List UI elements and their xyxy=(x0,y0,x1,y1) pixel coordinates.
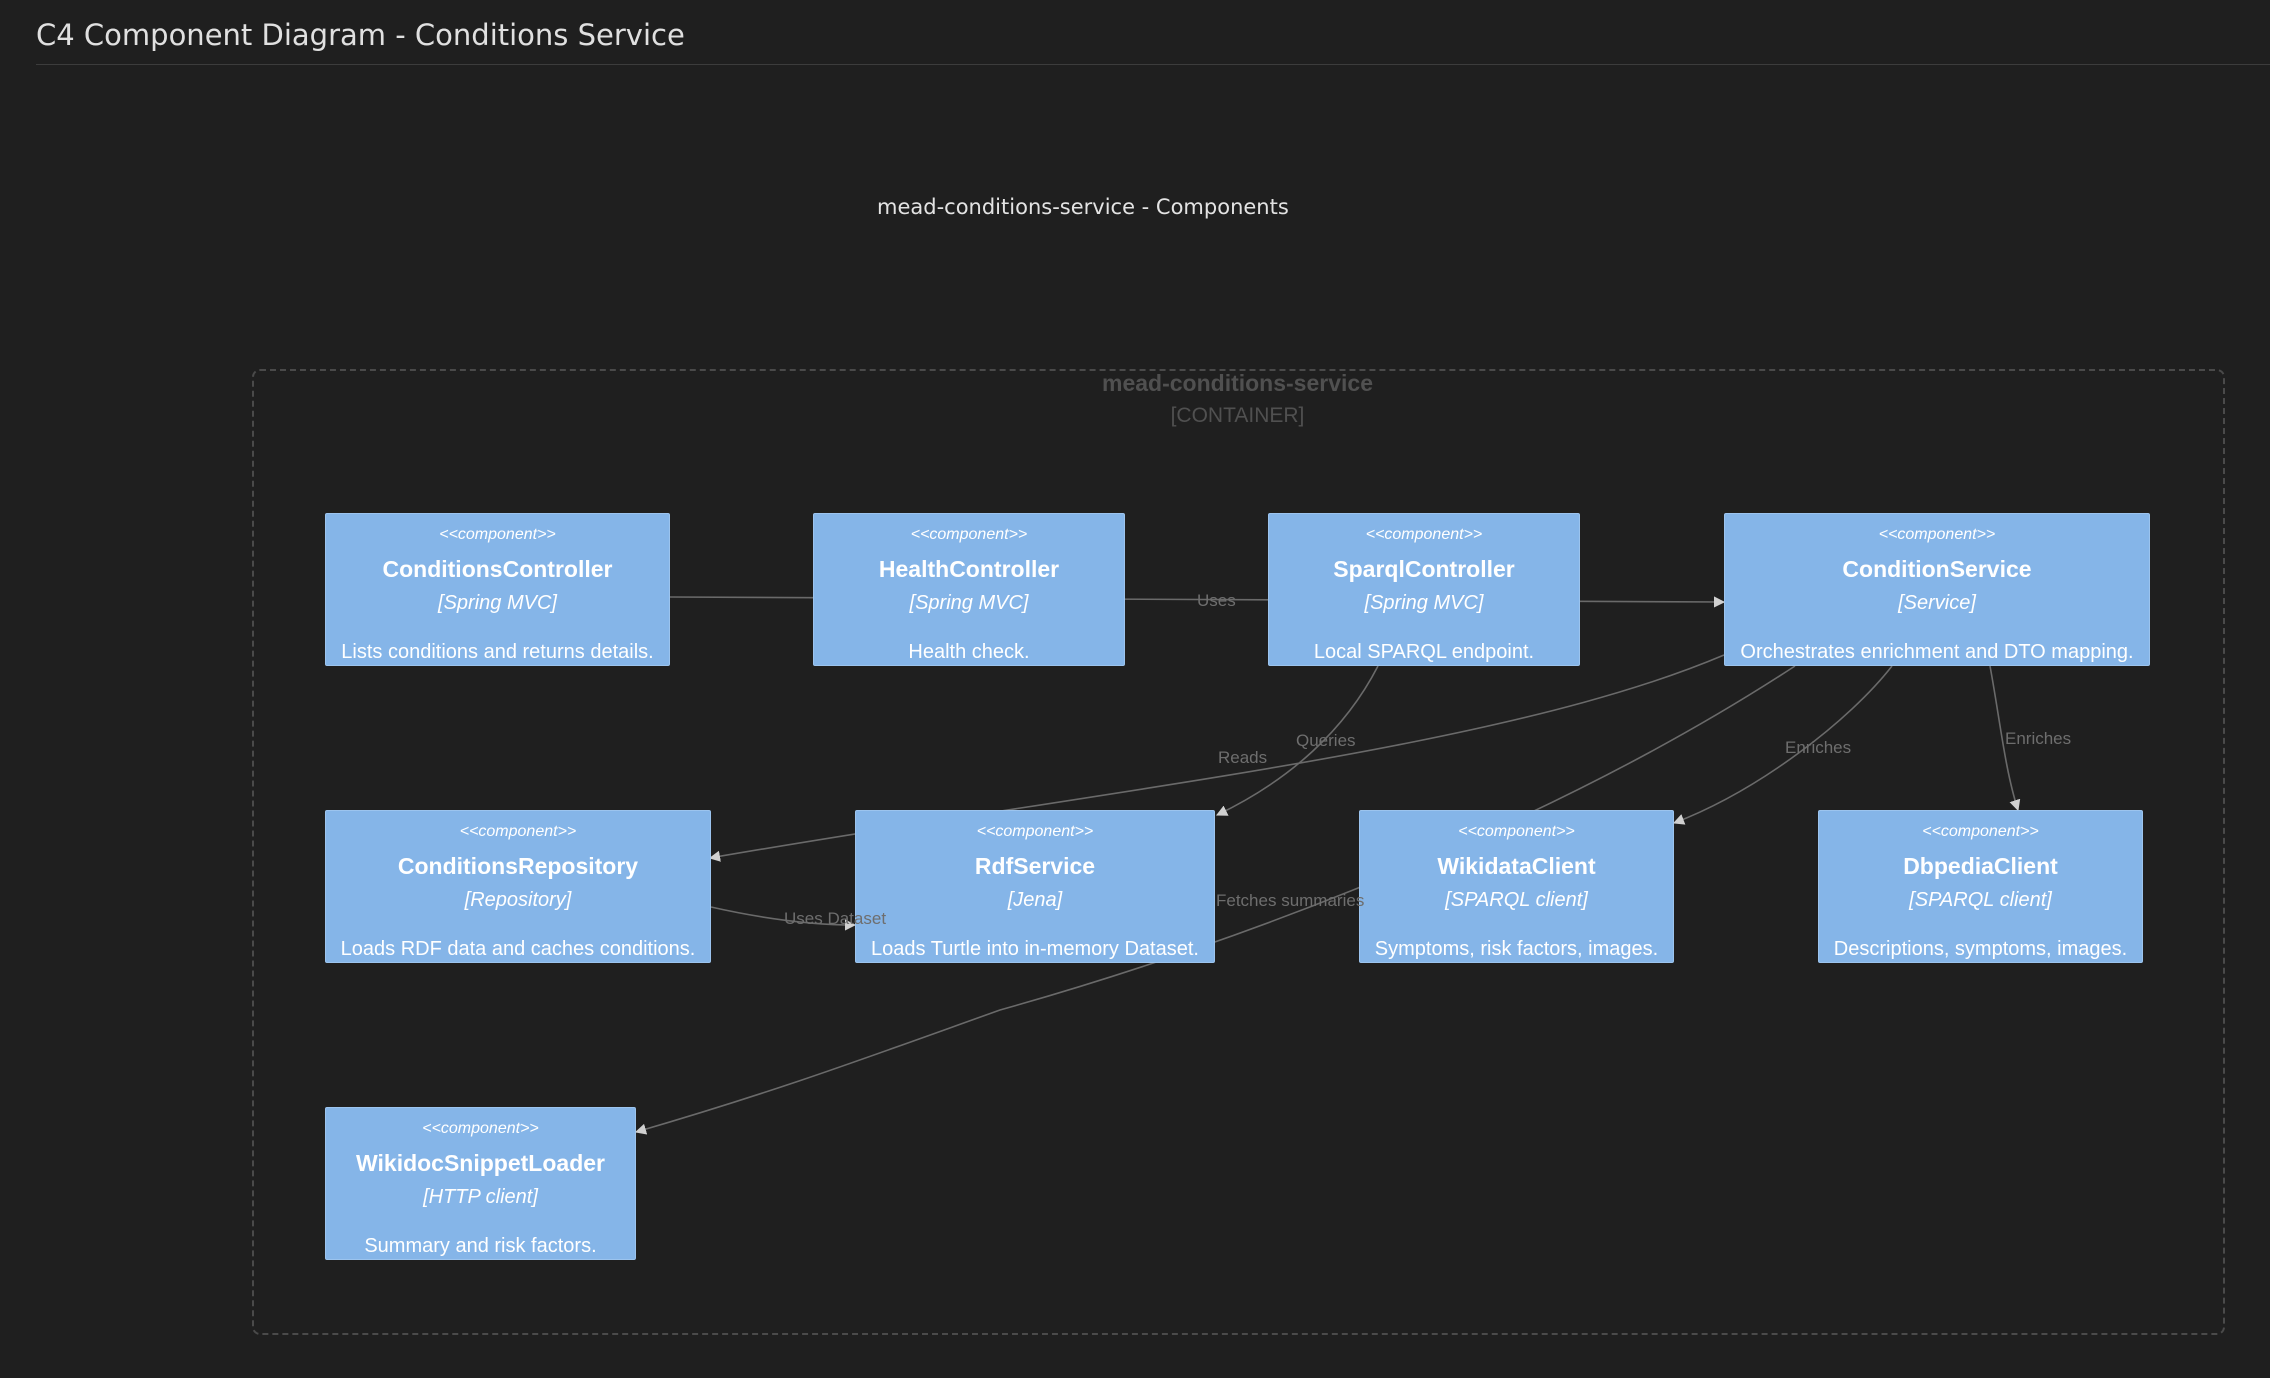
edge-label-fetches-summaries: Fetches summaries xyxy=(1216,891,1365,910)
component-description: Local SPARQL endpoint. xyxy=(1313,641,1535,663)
component-description: Loads Turtle into in-memory Dataset. xyxy=(871,938,1199,960)
component-description: Descriptions, symptoms, images. xyxy=(1833,938,2128,960)
component-name: WikidataClient xyxy=(1437,853,1596,879)
diagram-title: mead-conditions-service - Components xyxy=(877,195,1289,219)
component-description: Orchestrates enrichment and DTO mapping. xyxy=(1740,641,2134,663)
edge-label-enriches-dbpedia: Enriches xyxy=(2005,729,2072,748)
edge-label-uses-dataset: Uses Dataset xyxy=(784,909,887,928)
component-technology: [SPARQL client] xyxy=(1445,889,1588,911)
page-title: C4 Component Diagram - Conditions Servic… xyxy=(36,18,685,52)
component-description: Summary and risk factors. xyxy=(364,1235,597,1257)
component-condition-service[interactable]: <<component>> ConditionService [Service]… xyxy=(1724,513,2150,666)
component-name: DbpediaClient xyxy=(1903,853,2058,879)
component-name: ConditionsRepository xyxy=(397,853,639,879)
boundary-name: mead-conditions-service xyxy=(1102,370,1373,396)
component-stereotype: <<component>> xyxy=(459,823,577,840)
component-wikidata-client[interactable]: <<component>> WikidataClient [SPARQL cli… xyxy=(1359,810,1674,963)
component-stereotype: <<component>> xyxy=(910,526,1028,543)
component-description: Symptoms, risk factors, images. xyxy=(1374,938,1659,960)
component-conditions-controller[interactable]: <<component>> ConditionsController [Spri… xyxy=(325,513,670,666)
component-stereotype: <<component>> xyxy=(439,526,556,543)
component-name: ConditionsController xyxy=(382,556,613,582)
component-technology: [Spring MVC] xyxy=(438,592,557,614)
component-sparql-controller[interactable]: <<component>> SparqlController [Spring M… xyxy=(1268,513,1580,666)
component-stereotype: <<component>> xyxy=(1878,526,1996,543)
component-dbpedia-client[interactable]: <<component>> DbpediaClient [SPARQL clie… xyxy=(1818,810,2143,963)
boundary-type: [CONTAINER] xyxy=(1170,404,1305,427)
component-conditions-repository[interactable]: <<component>> ConditionsRepository [Repo… xyxy=(325,810,711,963)
component-name: ConditionService xyxy=(1842,556,2032,582)
component-technology: [SPARQL client] xyxy=(1909,889,2052,911)
component-stereotype: <<component>> xyxy=(1365,526,1483,543)
component-stereotype: <<component>> xyxy=(1922,823,2039,840)
component-rdf-service[interactable]: <<component>> RdfService [Jena] Loads Tu… xyxy=(855,810,1215,963)
component-name: WikidocSnippetLoader xyxy=(356,1150,605,1176)
edge-label-queries: Queries xyxy=(1296,731,1356,750)
component-name: HealthController xyxy=(878,556,1060,582)
component-technology: [Spring MVC] xyxy=(909,592,1029,614)
component-name: RdfService xyxy=(974,853,1096,879)
component-health-controller[interactable]: <<component>> HealthController [Spring M… xyxy=(813,513,1125,666)
component-name: SparqlController xyxy=(1333,556,1515,582)
component-stereotype: <<component>> xyxy=(1458,823,1575,840)
component-technology: [Service] xyxy=(1898,592,1976,614)
component-description: Lists conditions and returns details. xyxy=(341,641,654,663)
component-technology: [Repository] xyxy=(464,889,572,911)
edge-label-enriches-wikidata: Enriches xyxy=(1785,738,1852,757)
edge-label-reads: Reads xyxy=(1218,748,1268,767)
component-wikidoc-snippet-loader[interactable]: <<component>> WikidocSnippetLoader [HTTP… xyxy=(325,1107,636,1260)
component-stereotype: <<component>> xyxy=(976,823,1094,840)
edge-label-uses: Uses xyxy=(1197,591,1236,610)
component-description: Loads RDF data and caches conditions. xyxy=(340,938,696,960)
component-description: Health check. xyxy=(908,641,1030,663)
component-technology: [HTTP client] xyxy=(423,1186,538,1208)
component-technology: [Jena] xyxy=(1007,889,1063,911)
component-stereotype: <<component>> xyxy=(422,1120,539,1137)
header-bar: C4 Component Diagram - Conditions Servic… xyxy=(36,14,2270,65)
component-technology: [Spring MVC] xyxy=(1364,592,1484,614)
container-boundary xyxy=(252,369,2225,1335)
